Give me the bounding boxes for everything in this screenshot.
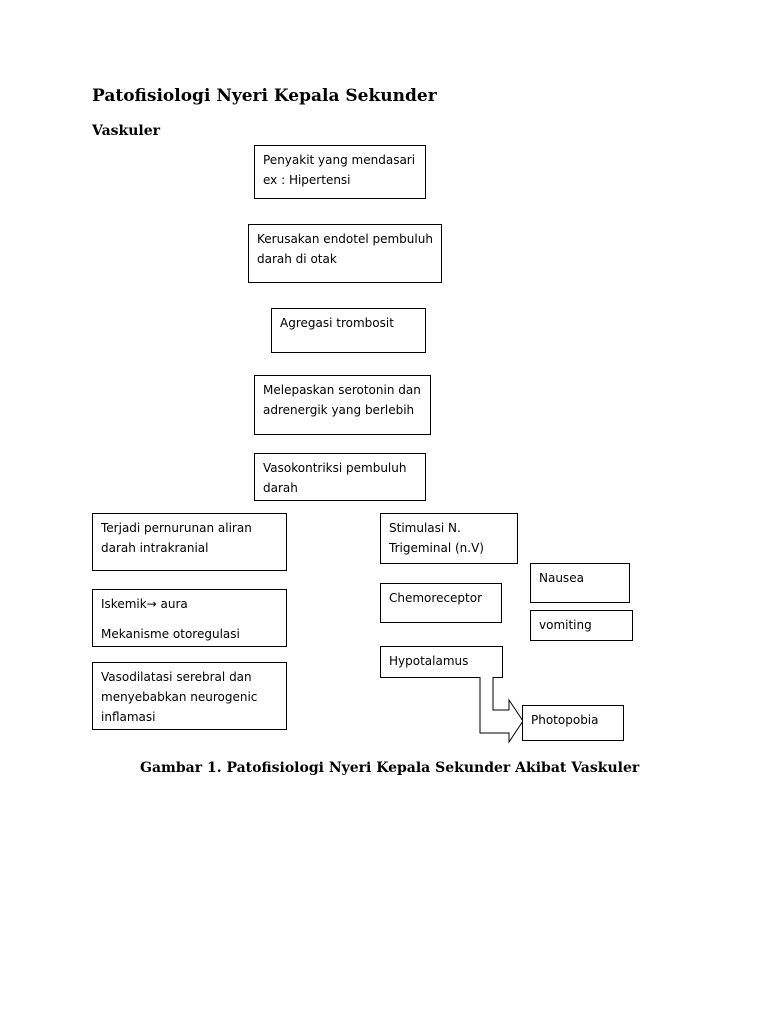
box-iskemik-line-2: Mekanisme otoregulasi	[101, 627, 240, 641]
box-iskemik: Iskemik→ aura Mekanisme otoregulasi	[92, 589, 287, 647]
box-nausea-line-1: Nausea	[539, 571, 584, 585]
box-kerusakan-line-1: Kerusakan endotel pembuluh	[257, 232, 433, 246]
box-vasodilatasi-line-3: inflamasi	[101, 710, 156, 724]
box-vasokontriksi-line-1: Vasokontriksi pembuluh	[263, 461, 407, 475]
hollow-arrow-shape	[479, 677, 524, 744]
box-terjadi: Terjadi pernurunan aliran darah intrakra…	[92, 513, 287, 571]
box-chemoreceptor-line-1: Chemoreceptor	[389, 591, 483, 605]
box-vomiting-line-1: vomiting	[539, 618, 592, 632]
box-terjadi-line-2: darah intrakranial	[101, 541, 209, 555]
box-kerusakan: Kerusakan endotel pembuluh darah di otak	[248, 224, 442, 283]
box-agregasi-line-1: Agregasi trombosit	[280, 316, 394, 330]
box-photopobia: Photopobia	[522, 705, 624, 741]
box-vasodilatasi: Vasodilatasi serebral dan menyebabkan ne…	[92, 662, 287, 730]
page-title: Patofisiologi Nyeri Kepala Sekunder	[92, 86, 437, 106]
box-penyakit-line-2: ex : Hipertensi	[263, 173, 351, 187]
box-melepaskan: Melepaskan serotonin dan adrenergik yang…	[254, 375, 431, 435]
box-penyakit: Penyakit yang mendasari ex : Hipertensi	[254, 145, 426, 199]
box-hypotalamus: Hypotalamus	[380, 646, 503, 678]
box-terjadi-line-1: Terjadi pernurunan aliran	[101, 521, 252, 535]
box-melepaskan-line-2: adrenergik yang berlebih	[263, 403, 415, 417]
box-nausea: Nausea	[530, 563, 630, 603]
box-melepaskan-line-1: Melepaskan serotonin dan	[263, 383, 421, 397]
box-vasokontriksi-line-2: darah	[263, 481, 298, 495]
box-chemoreceptor: Chemoreceptor	[380, 583, 502, 623]
box-photopobia-line-1: Photopobia	[531, 713, 599, 727]
box-stimulasi-line-2: Trigeminal (n.V)	[389, 541, 484, 555]
box-vasodilatasi-line-2: menyebabkan neurogenic	[101, 690, 258, 704]
box-vasodilatasi-line-1: Vasodilatasi serebral dan	[101, 670, 252, 684]
section-label: Vaskuler	[92, 123, 161, 139]
box-penyakit-line-1: Penyakit yang mendasari	[263, 153, 416, 167]
box-stimulasi: Stimulasi N. Trigeminal (n.V)	[380, 513, 518, 564]
box-stimulasi-line-1: Stimulasi N.	[389, 521, 461, 535]
box-vasokontriksi: Vasokontriksi pembuluh darah	[254, 453, 426, 501]
box-iskemik-line-1: Iskemik→ aura	[101, 597, 188, 611]
box-kerusakan-line-2: darah di otak	[257, 252, 337, 266]
figure-caption: Gambar 1. Patofisiologi Nyeri Kepala Sek…	[140, 760, 640, 776]
box-agregasi: Agregasi trombosit	[271, 308, 426, 353]
box-hypotalamus-line-1: Hypotalamus	[389, 654, 469, 668]
box-vomiting: vomiting	[530, 610, 633, 641]
